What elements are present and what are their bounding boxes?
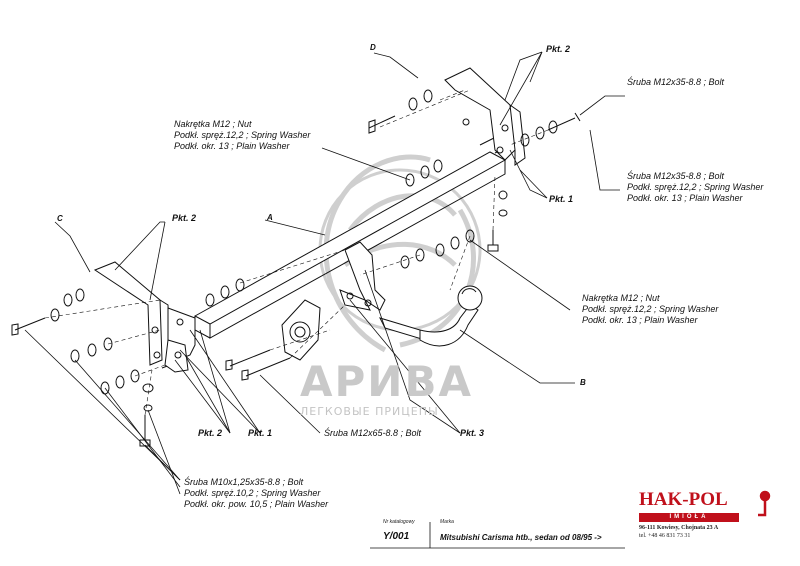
hak-pol-logo-icon (758, 490, 771, 517)
pkt1-bottom-label: Pkt. 1 (248, 428, 273, 438)
title-block (370, 522, 625, 549)
center-bracket (339, 241, 386, 311)
watermark-title: АРИВА (300, 357, 473, 406)
pkt1-right-label: Pkt. 1 (549, 194, 574, 204)
watermark-subtitle: ЛЕГКОВЫЕ ПРИЦЕПЫ (300, 405, 439, 418)
washer-nut-icons (50, 89, 558, 412)
pkt2-left-label: Pkt. 2 (172, 213, 197, 223)
bolt-icons (11, 112, 581, 447)
bracket-d (444, 67, 526, 166)
bolt-right-line-3: Podkł. okr. 13 ; Plain Washer (627, 193, 743, 203)
bolt-bottom-line-2: Podkł. spręż.10,2 ; Spring Washer (184, 488, 321, 498)
bolt-right-line-1: Śruba M12x35-8.8 ; Bolt (627, 171, 725, 181)
part-letter-b: B (580, 378, 586, 387)
part-letter-a: A (267, 213, 273, 222)
bolt-bottom-line-3: Podkł. okr. pow. 10,5 ; Plain Washer (184, 499, 329, 509)
part-letter-c: C (57, 214, 63, 223)
bolt-right-line-2: Podkł. spręż.12,2 ; Spring Washer (627, 182, 764, 192)
bolt-bottom-line-1: Śruba M10x1,25x35-8.8 ; Bolt (184, 477, 304, 487)
socket-plate-icon (281, 299, 321, 361)
pkt2-top-label: Pkt. 2 (546, 44, 571, 54)
assembly-dashed-lines (44, 89, 549, 416)
bracket-c (93, 261, 171, 369)
bolt-top-right-label: Śruba M12x35-8.8 ; Bolt (627, 77, 725, 87)
nut-right-line-3: Podkł. okr. 13 ; Plain Washer (582, 315, 698, 325)
nut-top-line-1: Nakrętka M12 ; Nut (174, 119, 252, 129)
manufacturer-bar: IMIOŁA (639, 513, 739, 522)
vehicle-model: Mitsubishi Carisma htb., sedan od 08/95 … (440, 533, 602, 542)
nut-right-line-1: Nakrętka M12 ; Nut (582, 293, 660, 303)
tow-ball-b (379, 285, 483, 347)
catalog-number: Y/001 (383, 531, 410, 542)
nut-right-line-2: Podkł. spręż.12,2 ; Spring Washer (582, 304, 719, 314)
bolt-center-label: Śruba M12x65-8.8 ; Bolt (324, 428, 422, 438)
leader-lines (24, 51, 625, 495)
catalog-label: Nr katalogowy (383, 519, 415, 525)
nut-top-line-3: Podkł. okr. 13 ; Plain Washer (174, 141, 290, 151)
pkt3-label: Pkt. 3 (460, 428, 485, 438)
pkt2-bottom-label: Pkt. 2 (198, 428, 223, 438)
manufacturer-address: 96-111 Kowiesy, Chojnata 23 A (639, 525, 719, 531)
part-letter-d: D (370, 43, 376, 52)
manufacturer-name: HAK-POL (639, 489, 728, 510)
nut-top-line-2: Podkł. spręż.12,2 ; Spring Washer (174, 130, 311, 140)
brand-label: Marka (440, 519, 454, 525)
manufacturer-phone: tel. +48 46 831 73 31 (639, 533, 691, 539)
end-plate-left (164, 307, 196, 373)
